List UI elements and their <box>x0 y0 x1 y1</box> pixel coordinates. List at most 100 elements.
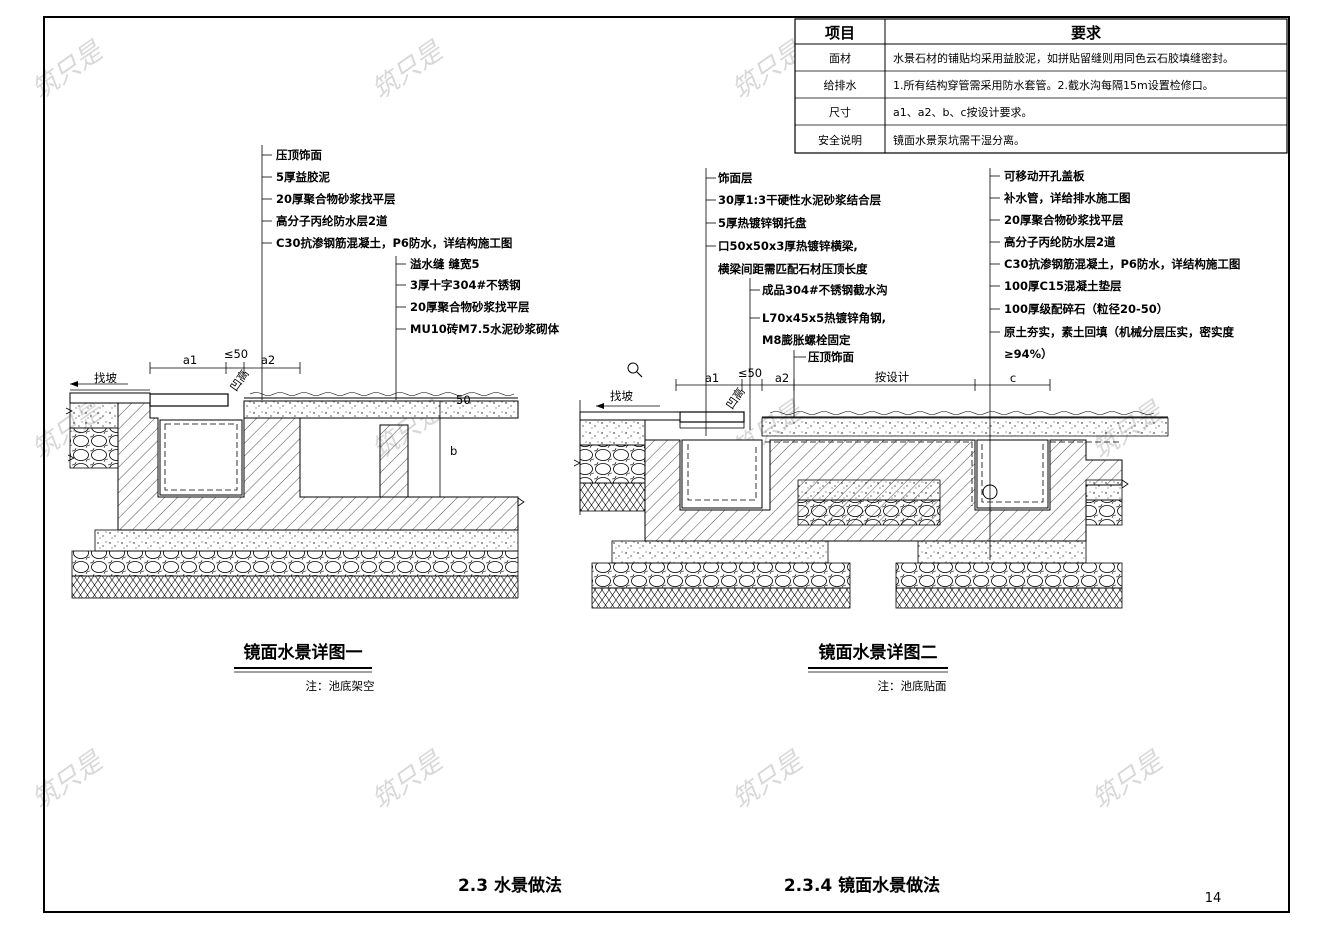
pump-pit <box>976 439 1049 509</box>
callout-text: 口50x50x3厚热镀锌横梁, <box>718 239 858 253</box>
cushion-layer <box>94 529 519 552</box>
detail-1-title: 镜面水景详图一 <box>244 642 363 663</box>
watermark: 筑只是 <box>727 745 810 815</box>
watermark: 筑只是 <box>367 35 450 105</box>
dim-label: 50 <box>456 393 471 407</box>
table-row-requirement: 1.所有结构穿管需采用防水套管。2.截水沟每隔15m设置检修口。 <box>893 78 1214 92</box>
slope-label: 找坡 <box>94 371 117 385</box>
dim-label: 按设计 <box>875 370 910 384</box>
watermark: 筑只是 <box>27 35 110 105</box>
callout-text: ≥94%） <box>1004 347 1053 361</box>
left-gravel <box>69 427 119 469</box>
table-row-item: 安全说明 <box>818 133 862 147</box>
soil-layer <box>591 587 851 609</box>
dim-label: b <box>450 444 457 458</box>
callout-text: 横梁间距需匹配石材压顶长度 <box>718 262 868 276</box>
dim-label: ≤50 <box>738 366 762 380</box>
detail-2-title-block: 镜面水景详图二 注：池底贴面 <box>808 642 948 693</box>
detail-2-drawing <box>573 362 1169 609</box>
left-gravel <box>579 444 646 484</box>
callout-text: 补水管，详给排水施工图 <box>1003 191 1131 205</box>
callout-text: 20厚聚合物砂浆找平层 <box>1004 213 1124 227</box>
callout-text: 饰面层 <box>718 171 753 185</box>
callout-text: M8膨胀螺栓固定 <box>762 333 851 347</box>
left-paving <box>579 411 681 421</box>
gravel-layer <box>591 562 851 589</box>
dim-label: c <box>1010 371 1016 385</box>
requirements-table: 项目 要求 面材 水景石材的铺贴均采用益胶泥，如拼贴留缝则用同色云石胶填缝密封。… <box>794 18 1288 154</box>
dim-label: a1 <box>183 353 197 367</box>
callout-text: 5厚益胶泥 <box>276 170 331 184</box>
callout-text: 100厚级配碎石（粒径20-50） <box>1004 302 1168 316</box>
cushion-pocket <box>797 479 941 501</box>
callout-text: 成品304#不锈钢截水沟 <box>762 283 888 297</box>
table-row-requirement: a1、a2、b、c按设计要求。 <box>893 105 1033 119</box>
detail-1-note: 注：池底架空 <box>306 679 375 693</box>
dim-label: a1 <box>705 371 719 385</box>
callout-text: C30抗渗钢筋混凝土，P6防水，详结构施工图 <box>276 236 512 250</box>
callout-text: MU10砖M7.5水泥砂浆砌体 <box>410 322 560 336</box>
gravel-pocket <box>1085 499 1123 526</box>
callout-text: L70x45x5热镀锌角钢, <box>762 311 886 325</box>
table-row-requirement: 水景石材的铺贴均采用益胶泥，如拼贴留缝则用同色云石胶填缝密封。 <box>893 51 1234 65</box>
detail-1-leaders <box>261 145 406 400</box>
rise-label: 凹高 <box>227 367 252 394</box>
pool-finish-layer <box>761 417 1169 437</box>
gravel-pocket <box>797 499 941 526</box>
detail-2-callouts: 饰面层 30厚1:3干硬性水泥砂浆结合层 5厚热镀锌钢托盘 口50x50x3厚热… <box>610 169 1240 412</box>
cushion-pocket <box>1085 479 1123 501</box>
left-soil <box>579 482 646 512</box>
callout-text: 压顶饰面 <box>276 148 322 162</box>
gutter-channel <box>681 439 763 509</box>
callout-text: 20厚聚合物砂浆找平层 <box>276 192 396 206</box>
magnifier-icon <box>627 362 639 374</box>
coping-stone <box>149 393 229 407</box>
watermark: 筑只是 <box>1087 745 1170 815</box>
page-number: 14 <box>1205 891 1222 906</box>
detail-1-title-block: 镜面水景详图一 注：池底架空 <box>234 642 375 693</box>
callout-text: 压顶饰面 <box>808 350 854 364</box>
callout-text: 高分子丙纶防水层2道 <box>1004 235 1116 249</box>
brick-column <box>379 424 409 498</box>
table-row-item: 尺寸 <box>829 105 851 119</box>
callout-text: 高分子丙纶防水层2道 <box>276 214 388 228</box>
rise-label: 凹高 <box>723 385 748 412</box>
gutter-channel <box>159 419 243 496</box>
callout-text: 溢水缝 缝宽5 <box>410 257 480 271</box>
detail-2-note: 注：池底贴面 <box>878 679 947 693</box>
table-row-requirement: 镜面水景泵坑需干湿分离。 <box>893 133 1025 147</box>
dim-label: ≤50 <box>224 347 248 361</box>
footer: 2.3 水景做法 2.3.4 镜面水景做法 14 <box>458 875 1221 906</box>
drawing-frame <box>43 16 1290 913</box>
callout-text: 原土夯实，素土回填（机械分层压实，密实度 <box>1004 325 1234 339</box>
table-header-requirement: 要求 <box>1071 24 1102 42</box>
gravel-layer <box>71 550 519 577</box>
table-row-item: 面材 <box>829 51 851 65</box>
soil-layer <box>71 575 519 599</box>
detail-2-leaders <box>705 168 1000 560</box>
callout-text: 20厚聚合物砂浆找平层 <box>410 300 530 314</box>
left-paving <box>69 392 151 404</box>
callout-text: 可移动开孔盖板 <box>1004 169 1085 183</box>
coping-stone <box>679 411 745 423</box>
watermark: 筑只是 <box>367 745 450 815</box>
watermark: 筑只是 <box>27 745 110 815</box>
callout-text: 30厚1:3干硬性水泥砂浆结合层 <box>718 193 882 207</box>
left-concrete <box>579 419 646 446</box>
dim-label: a2 <box>261 353 275 367</box>
callout-text: 3厚十字304#不锈钢 <box>410 278 521 292</box>
callout-text: C30抗渗钢筋混凝土，P6防水，详结构施工图 <box>1004 257 1240 271</box>
soil-layer <box>895 587 1123 609</box>
detail-1-callouts: 压顶饰面 5厚益胶泥 20厚聚合物砂浆找平层 高分子丙纶防水层2道 C30抗渗钢… <box>94 148 560 458</box>
table-header-item: 项目 <box>825 24 855 42</box>
section-title-left: 2.3 水景做法 <box>458 875 562 896</box>
detail-2-title: 镜面水景详图二 <box>819 642 938 663</box>
callout-text: 100厚C15混凝土垫层 <box>1004 279 1122 293</box>
cushion-layer <box>611 540 829 564</box>
callout-text: 5厚热镀锌钢托盘 <box>718 216 807 230</box>
table-row-item: 给排水 <box>824 78 857 92</box>
detail-1-drawing <box>65 362 525 599</box>
gravel-layer <box>895 562 1123 589</box>
dim-label: a2 <box>775 371 789 385</box>
